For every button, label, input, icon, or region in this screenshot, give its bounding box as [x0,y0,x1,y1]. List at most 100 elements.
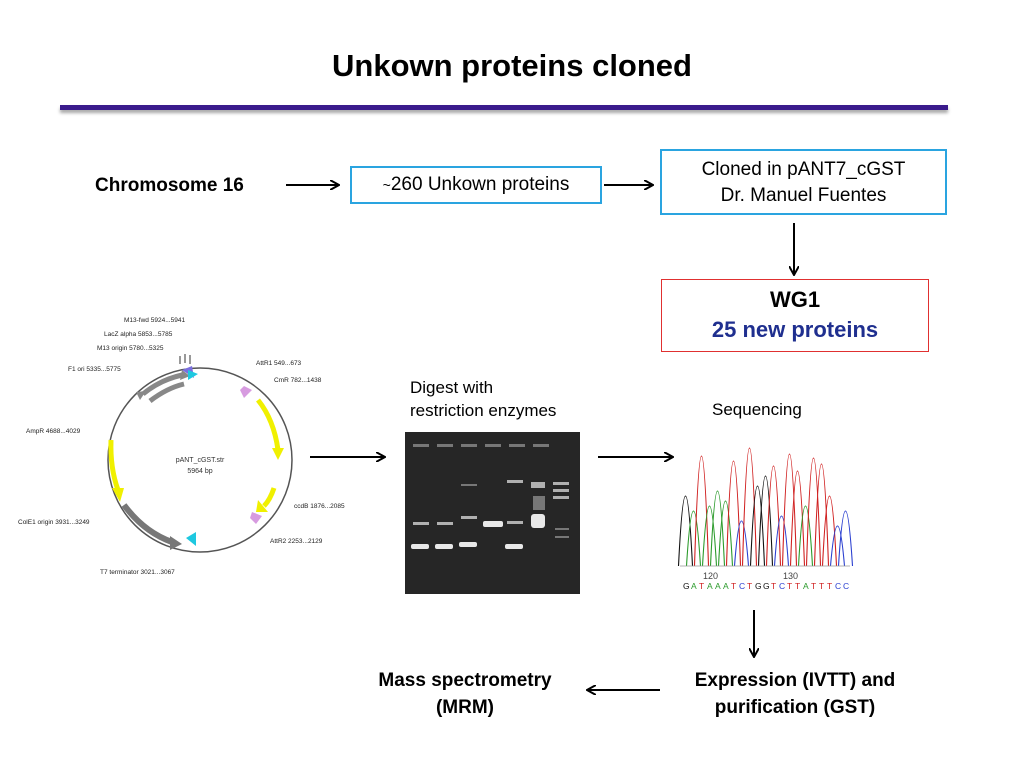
feature-label-cole1: ColE1 origin 3931...3249 [18,519,90,526]
sequence-base: C [835,581,841,591]
feature-label-lacz-alpha: LacZ alpha 5853...5785 [104,331,173,338]
sequence-base: T [731,581,736,591]
sequence-base: A [803,581,809,591]
wg1-box: WG1 25 new proteins [661,279,929,352]
chromatogram-peak [829,525,846,567]
sequence-base: G [755,581,762,591]
chromatogram-peak [797,505,814,567]
title-divider [60,105,948,110]
chromatogram-peak [805,457,822,567]
chromatogram-peak [773,515,790,567]
chromatogram-peak [717,500,734,567]
chromatogram-traces [677,447,854,567]
feature-label-cmr: CmR 782...1438 [274,377,322,384]
chromatogram-peak [757,475,774,567]
feature-label-ampr: AmpR 4688...4029 [26,428,81,435]
m13-fwd-marker [188,370,198,380]
mass-spec-label: Mass spectrometry (MRM) [340,667,590,721]
site-ticks [179,354,191,364]
f1-ori-arrowhead [180,370,190,380]
f1-ori-feature [141,372,183,396]
sequence-position-130: 130 [783,571,798,581]
digest-label: Digest with restriction enzymes [410,376,556,422]
sequence-base: T [795,581,800,591]
cmr-feature [256,398,281,451]
attr2-marker [250,512,262,524]
chromatogram-peak [781,453,798,567]
unknown-proteins-text: 260 Unkown proteins [390,174,570,195]
gel-image [405,432,580,594]
chromatogram-peak [789,470,806,567]
unknown-proteins-box: ~260 Unkown proteins [350,166,602,204]
chromatogram-peak [765,465,782,567]
sequence-position-120: 120 [703,571,718,581]
feature-label-m13-fwd: M13-fwd 5924...5941 [124,317,185,324]
chromatogram-peak [701,505,718,567]
chromatogram-peak [685,510,702,567]
cole1-feature [121,503,174,545]
cloned-credit-text: Dr. Manuel Fuentes [720,185,887,206]
chromatogram-peak [677,495,694,567]
chromatogram-peak [837,510,854,567]
sequence-base: T [699,581,704,591]
chromatogram-peak [741,447,758,567]
feature-label-t7-terminator: T7 terminator 3021...3067 [100,569,175,576]
sequence-base: C [739,581,745,591]
expression-line1: Expression (IVTT) and [694,670,896,691]
gel-bands [405,432,580,594]
ampr-feature [108,439,121,491]
cole1-arrowhead [170,536,182,550]
t7-terminator-marker [186,532,196,546]
sequence-base: C [779,581,785,591]
sequence-base: A [707,581,713,591]
chromatogram-peak [709,490,726,567]
chromatogram-peak [821,495,838,567]
digest-label-line2: restriction enzymes [410,401,557,420]
feature-label-f1-ori: F1 ori 5335...5775 [68,366,121,373]
sequence-base: C [843,581,849,591]
chromatogram-peak [813,463,830,567]
cloned-vector-text: Cloned in pANT7_cGST [701,159,906,180]
plasmid-size: 5964 bp [187,468,212,475]
wg1-count: 25 new proteins [711,317,879,342]
feature-label-attr1: AttR1 549...673 [256,360,302,367]
ccdb-feature [262,487,277,508]
sequence-base: G [683,581,690,591]
chromatogram-peak [725,460,742,567]
sequence-base: A [723,581,729,591]
mass-spec-line1: Mass spectrometry [378,670,552,691]
sequence-base: T [811,581,816,591]
feature-label-m13-origin: M13 origin 5780...5325 [97,345,164,352]
lacz-feature [148,381,185,403]
mass-spec-line2: (MRM) [435,697,495,718]
slide-title: Unkown proteins cloned [332,48,692,83]
sequencing-label: Sequencing [712,400,802,419]
chromosome-label: Chromosome 16 [95,175,244,196]
cmr-arrowhead [272,448,284,460]
plasmid-map: pANT_cGST.str 5964 bp M13-fwd 5924...594… [18,317,345,576]
wg1-name: WG1 [769,287,821,312]
ampr-arrowhead [112,488,124,502]
plasmid-name: pANT_cGST.str [176,457,225,464]
sequence-base: T [827,581,832,591]
feature-label-ccdb: ccdB 1876...2085 [294,503,345,510]
sequence-base: T [747,581,752,591]
plasmid-backbone [107,367,293,553]
ccdb-arrowhead [256,500,268,512]
feature-label-attr2: AttR2 2253...2129 [270,538,323,545]
expression-line2: purification (GST) [714,697,876,718]
chromatogram-peak [693,455,710,567]
cloned-box: Cloned in pANT7_cGST Dr. Manuel Fuentes [660,149,947,215]
sequence-base: T [771,581,776,591]
expression-label: Expression (IVTT) and purification (GST) [660,667,930,721]
tilde-symbol: ~ [382,177,391,193]
lacz-arrowhead [136,391,146,400]
sequence-base: G [763,581,770,591]
sequence-base: A [691,581,697,591]
chromatogram-peak [733,520,750,567]
digest-label-line1: Digest with [410,378,494,397]
sequence-base: T [787,581,792,591]
chromatogram-peak [749,485,766,567]
